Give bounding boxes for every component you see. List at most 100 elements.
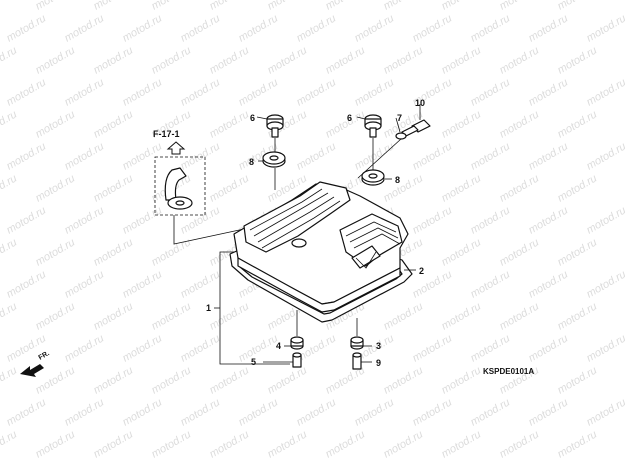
watermark-text: motod.ru xyxy=(469,268,513,300)
watermark-text: motod.ru xyxy=(440,172,484,204)
sealing-rubber-4 xyxy=(290,336,304,350)
watermark-text: motod.ru xyxy=(498,172,542,204)
watermark-text: motod.ru xyxy=(63,396,107,428)
watermark-text: motod.ru xyxy=(179,204,223,236)
watermark-text: motod.ru xyxy=(179,268,223,300)
callout-6-right: 6 xyxy=(347,113,352,123)
watermark-text: motod.ru xyxy=(5,396,49,428)
watermark-text: motod.ru xyxy=(440,364,484,396)
callout-4: 4 xyxy=(276,341,281,351)
watermark-text: motod.ru xyxy=(411,140,455,172)
watermark-text: motod.ru xyxy=(353,76,397,108)
watermark-text: motod.ru xyxy=(5,76,49,108)
watermark-text: motod.ru xyxy=(411,12,455,44)
watermark-text: motod.ru xyxy=(266,44,310,76)
watermark-text: motod.ru xyxy=(440,428,484,460)
watermark-text: motod.ru xyxy=(266,364,310,396)
watermark-text: motod.ru xyxy=(208,428,252,460)
watermark-text: motod.ru xyxy=(527,204,571,236)
watermark-text: motod.ru xyxy=(208,364,252,396)
callout-8-left: 8 xyxy=(249,157,254,167)
watermark-text: motod.ru xyxy=(527,76,571,108)
watermark-text: motod.ru xyxy=(498,428,542,460)
watermark-text: motod.ru xyxy=(527,332,571,364)
watermark-text: motod.ru xyxy=(5,204,49,236)
watermark-text: motod.ru xyxy=(469,140,513,172)
callout-7: 7 xyxy=(397,113,402,123)
watermark-text: motod.ru xyxy=(92,300,136,332)
watermark-text: motod.ru xyxy=(585,12,625,44)
watermark-text: motod.ru xyxy=(5,140,49,172)
watermark-text: motod.ru xyxy=(237,332,281,364)
reference-frame xyxy=(154,156,206,216)
watermark-text: motod.ru xyxy=(63,332,107,364)
watermark-text: motod.ru xyxy=(469,396,513,428)
watermark-text: motod.ru xyxy=(556,428,600,460)
watermark-text: motod.ru xyxy=(411,396,455,428)
watermark-text: motod.ru xyxy=(34,172,78,204)
watermark-text: motod.ru xyxy=(353,140,397,172)
watermark-text: motod.ru xyxy=(179,396,223,428)
watermark-text: motod.ru xyxy=(92,172,136,204)
grommet-8-left xyxy=(262,151,286,168)
watermark-text: motod.ru xyxy=(382,364,426,396)
watermark-text: motod.ru xyxy=(121,204,165,236)
watermark-text: motod.ru xyxy=(411,204,455,236)
watermark-text: motod.ru xyxy=(5,12,49,44)
watermark-text: motod.ru xyxy=(324,108,368,140)
watermark-text: motod.ru xyxy=(92,44,136,76)
watermark-text: motod.ru xyxy=(208,0,252,13)
watermark-text: motod.ru xyxy=(556,172,600,204)
watermark-text: motod.ru xyxy=(121,396,165,428)
watermark-text: motod.ru xyxy=(585,396,625,428)
watermark-text: motod.ru xyxy=(556,236,600,268)
watermark-text: motod.ru xyxy=(34,236,78,268)
watermark-text: motod.ru xyxy=(0,108,19,140)
watermark-text: motod.ru xyxy=(179,12,223,44)
diagram-code: KSPDE0101A xyxy=(483,367,534,376)
watermark-text: motod.ru xyxy=(324,44,368,76)
watermark-text: motod.ru xyxy=(121,140,165,172)
breather-tube xyxy=(164,167,187,201)
watermark-text: motod.ru xyxy=(63,76,107,108)
watermark-text: motod.ru xyxy=(411,268,455,300)
callout-3: 3 xyxy=(376,341,381,351)
grommet-8-right xyxy=(361,169,385,186)
breather-hole xyxy=(175,200,185,206)
watermark-text: motod.ru xyxy=(121,332,165,364)
watermark-text: motod.ru xyxy=(150,0,194,13)
watermark-text: motod.ru xyxy=(527,268,571,300)
watermark-text: motod.ru xyxy=(498,0,542,13)
watermark-text: motod.ru xyxy=(585,76,625,108)
watermark-text: motod.ru xyxy=(34,428,78,460)
watermark-text: motod.ru xyxy=(34,0,78,13)
watermark-text: motod.ru xyxy=(527,12,571,44)
cover-bolt-hole xyxy=(291,238,307,248)
watermark-text: motod.ru xyxy=(585,204,625,236)
watermark-text: motod.ru xyxy=(5,268,49,300)
watermark-text: motod.ru xyxy=(324,0,368,13)
reference-breather-box: F-17-1 xyxy=(153,129,206,216)
watermark-text: motod.ru xyxy=(63,268,107,300)
cover-v-emblem xyxy=(351,245,381,269)
watermark-text: motod.ru xyxy=(0,428,19,460)
watermark-text: motod.ru xyxy=(92,0,136,13)
up-arrow-icon xyxy=(166,141,186,155)
watermark-text: motod.ru xyxy=(585,332,625,364)
watermark-text: motod.ru xyxy=(527,140,571,172)
watermark-text: motod.ru xyxy=(92,108,136,140)
callout-2: 2 xyxy=(419,266,424,276)
watermark-text: motod.ru xyxy=(208,44,252,76)
callout-6-left: 6 xyxy=(250,113,255,123)
front-direction-indicator: FR. xyxy=(20,350,51,377)
watermark-text: motod.ru xyxy=(469,12,513,44)
watermark-text: motod.ru xyxy=(34,108,78,140)
bolt-6-right xyxy=(364,114,382,138)
watermark-text: motod.ru xyxy=(382,172,426,204)
watermark-text: motod.ru xyxy=(0,236,19,268)
washer-7 xyxy=(395,132,407,140)
bolt-6-left xyxy=(266,114,284,138)
watermark-text: motod.ru xyxy=(440,0,484,13)
watermark-text: motod.ru xyxy=(295,76,339,108)
